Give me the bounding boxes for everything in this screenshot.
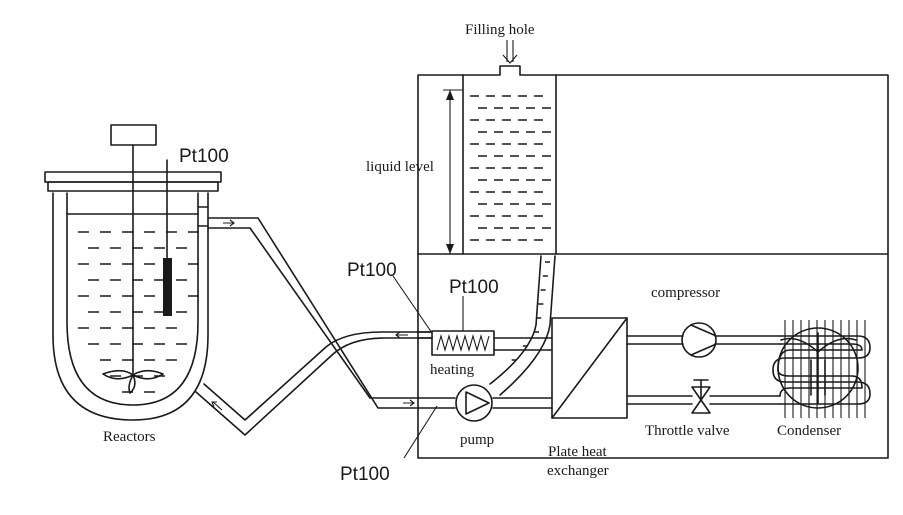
impeller-icon — [102, 369, 134, 380]
throttle-valve-label: Throttle valve — [645, 423, 730, 439]
condenser-icon — [772, 320, 871, 418]
compressor-label: compressor — [651, 285, 720, 301]
pump-label: pump — [460, 432, 494, 448]
pt100-leaders — [392, 275, 464, 459]
plate-heat-exchanger-label-line1: Plate heat — [548, 444, 608, 460]
liquid-level-label: liquid level — [366, 159, 434, 175]
cabinet — [417, 65, 889, 459]
heating-label: heating — [430, 362, 475, 378]
heater-pt100-label: Pt100 — [449, 277, 499, 298]
jacket-return-pipe — [207, 217, 419, 409]
outlet-pt100-label: Pt100 — [347, 260, 397, 281]
pump-icon — [455, 384, 493, 422]
compressor-icon — [681, 322, 717, 358]
throttle-valve-icon — [691, 379, 711, 414]
reactor-jacket — [52, 192, 209, 421]
heater — [431, 330, 495, 356]
inlet-pt100-label: Pt100 — [340, 464, 390, 485]
liquid-level-indicator — [443, 89, 462, 254]
condenser-label: Condenser — [777, 423, 841, 439]
reactor-pt100-label: Pt100 — [179, 146, 229, 167]
filling-hole-label: Filling hole — [465, 22, 535, 38]
stirrer-motor — [110, 124, 157, 146]
internal-circuit — [417, 331, 781, 409]
reactor — [44, 124, 222, 421]
reactor-pt100-probe — [163, 258, 172, 316]
filling-hole-arrow-icon — [502, 40, 518, 64]
reactor-vessel — [66, 192, 199, 406]
reservoir-tank — [462, 74, 557, 255]
plate-heat-exchanger-icon — [551, 317, 628, 419]
reactor-liquid — [78, 231, 199, 393]
tank-drain-pipe — [489, 255, 556, 396]
jacket-supply-pipe — [195, 331, 433, 436]
reactors-label: Reactors — [103, 429, 156, 445]
tank-liquid — [470, 95, 551, 241]
plate-heat-exchanger-label-line2: exchanger — [547, 463, 609, 479]
